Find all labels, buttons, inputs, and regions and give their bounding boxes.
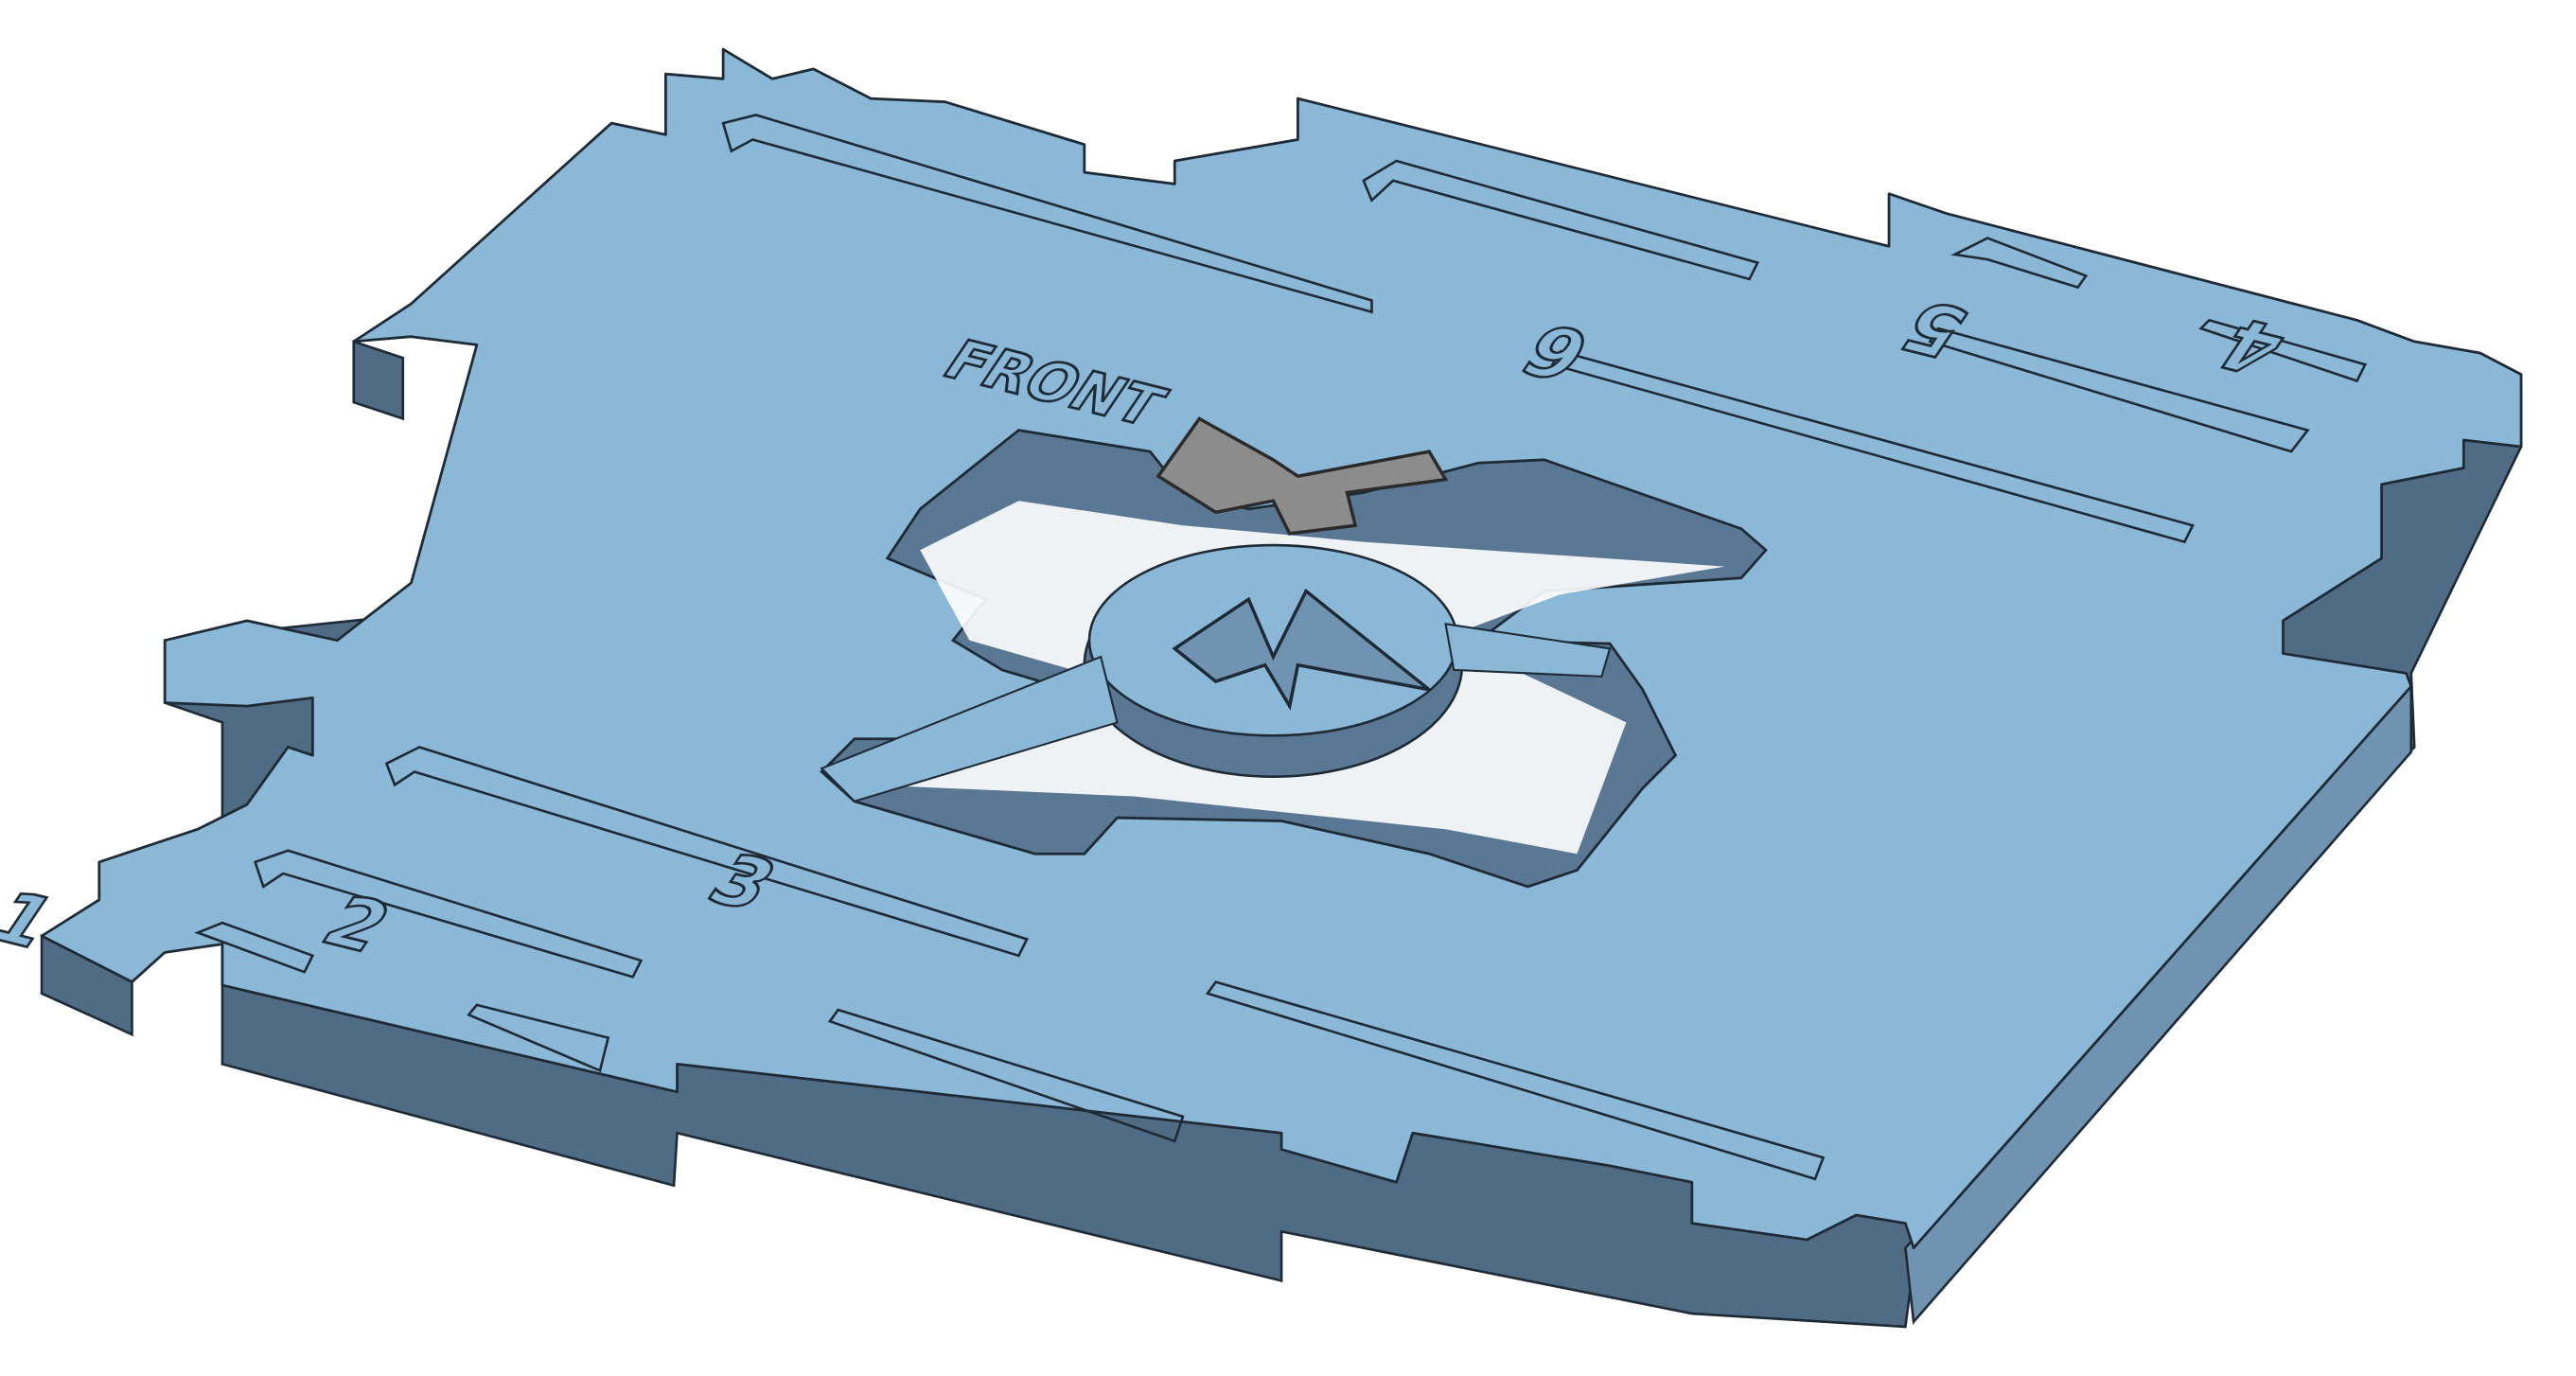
bow-engraving-icon	[1172, 588, 1431, 711]
plate-model: FRONT 1 2 3 4 5 6	[0, 47, 2523, 1329]
slot-6b	[1550, 349, 2195, 544]
slot-1a	[194, 921, 315, 974]
slot-2b	[827, 1008, 1185, 1143]
slot-4b	[2198, 318, 2368, 383]
slot-3b	[1205, 980, 1826, 1181]
slot-5	[1362, 159, 1760, 281]
center-disc-top	[1087, 543, 1459, 737]
disc-arm-left	[820, 655, 1119, 803]
slot-4	[1950, 237, 2089, 290]
slot-5b	[1928, 326, 2310, 453]
back-left-tab-side	[352, 340, 405, 421]
slot-2	[253, 849, 644, 979]
engraved-slots	[194, 114, 2368, 1181]
slot-6	[721, 114, 1373, 314]
disc-arm-right	[1444, 623, 1612, 678]
slot-1	[467, 1003, 610, 1073]
bow-badge-icon	[1156, 416, 1449, 536]
slot-3	[384, 746, 1029, 958]
